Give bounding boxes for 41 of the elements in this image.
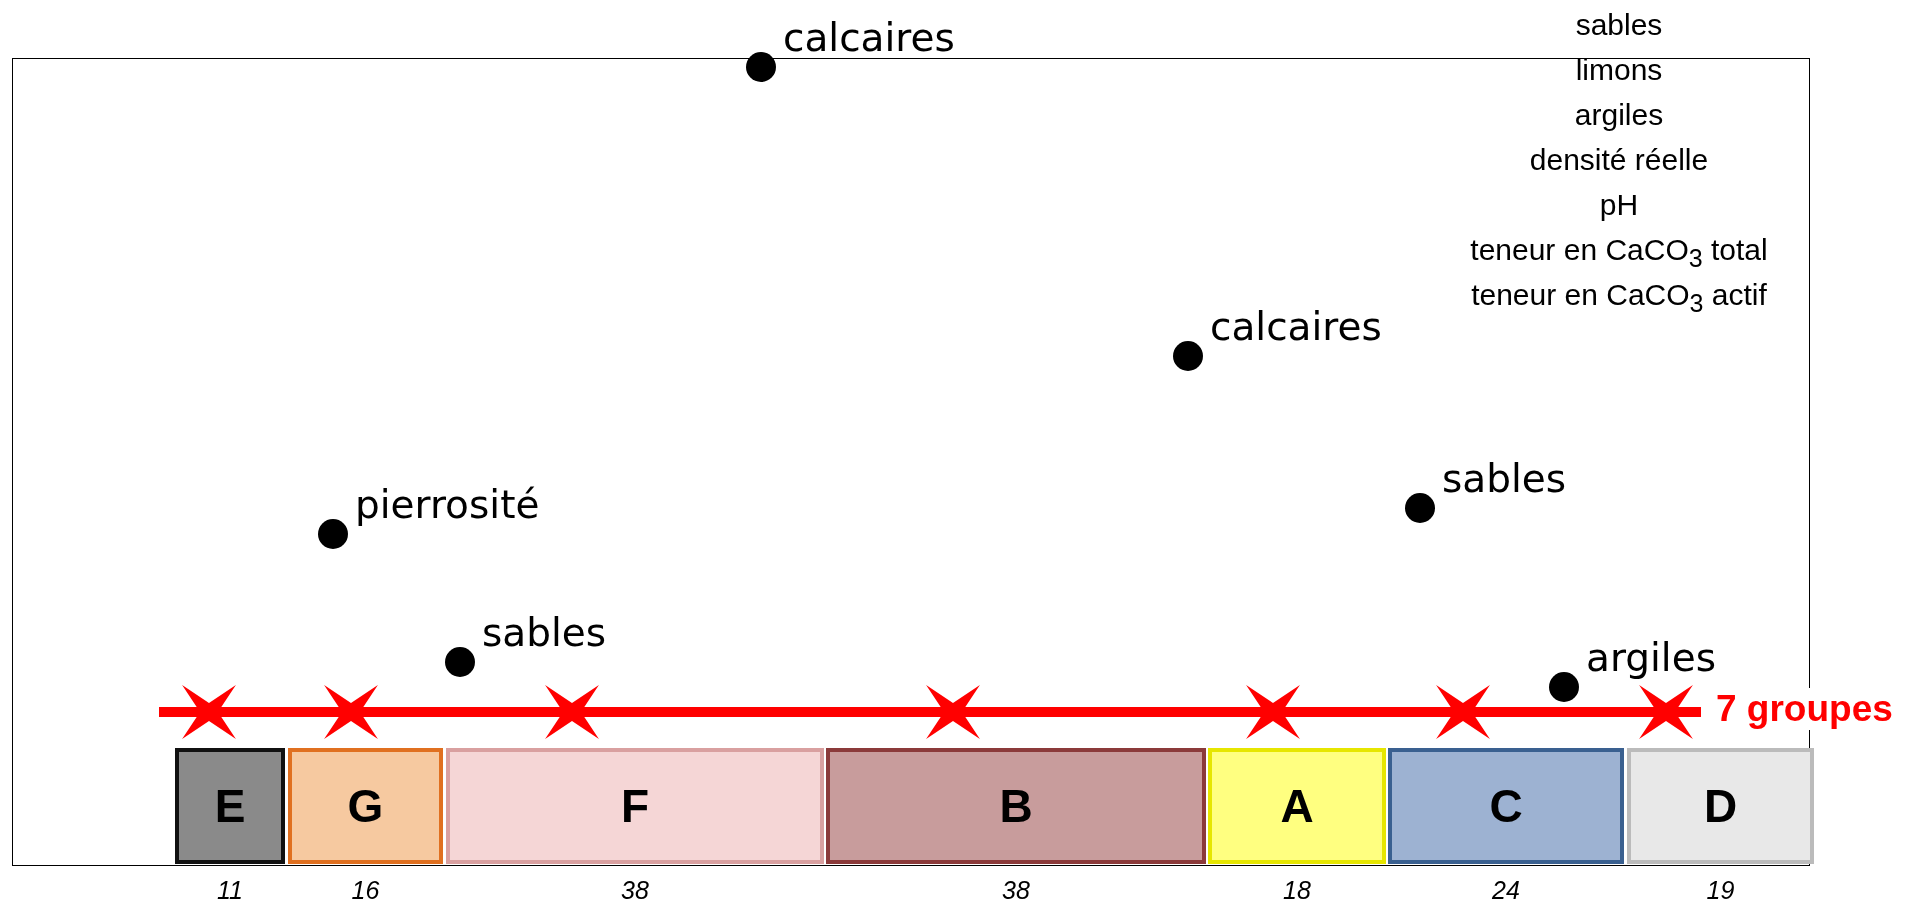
cut-label: 7 groupes [1716,688,1893,730]
group-box [1627,748,1814,864]
cluster-dot [445,647,475,677]
dot-label: calcaires [1210,304,1382,349]
dot-label: calcaires [783,15,955,60]
group-count: 19 [1705,876,1736,905]
group-count: 18 [1282,876,1312,905]
group-letter: B [999,779,1033,833]
group-box [1388,748,1624,864]
group-box [175,748,285,864]
group-letter: A [1280,779,1314,833]
cluster-dot [318,519,348,549]
group-letter: F [620,779,650,833]
group-count: 16 [350,876,381,905]
cluster-dot [746,52,776,82]
variable-name: densité réelle [1528,143,1710,177]
variable-name: limons [1574,53,1664,87]
group-letter: D [1703,779,1738,833]
group-letter: E [214,779,246,833]
group-box [288,748,443,864]
group-letter: C [1489,779,1523,833]
variable-name: teneur en CaCO$_{3}$ actif [1470,278,1768,318]
group-box [1208,748,1386,864]
variable-name: pH [1598,188,1640,222]
group-box [446,748,824,864]
cluster-dot [1173,341,1203,371]
dot-label: sables [482,610,607,655]
dot-label: pierrosité [355,482,540,527]
group-box [826,748,1206,864]
group-count: 11 [216,876,244,905]
group-count: 38 [620,876,650,905]
group-letter: G [347,779,384,833]
cluster-dot [1549,672,1579,702]
variable-name: teneur en CaCO$_{3}$ total [1469,233,1769,273]
dot-label: sables [1442,456,1567,501]
dot-label: argiles [1586,635,1716,680]
group-count: 38 [1001,876,1031,905]
variable-name: sables [1574,8,1664,42]
cluster-dot [1405,493,1435,523]
group-count: 24 [1491,876,1521,905]
variable-name: argiles [1573,98,1665,132]
